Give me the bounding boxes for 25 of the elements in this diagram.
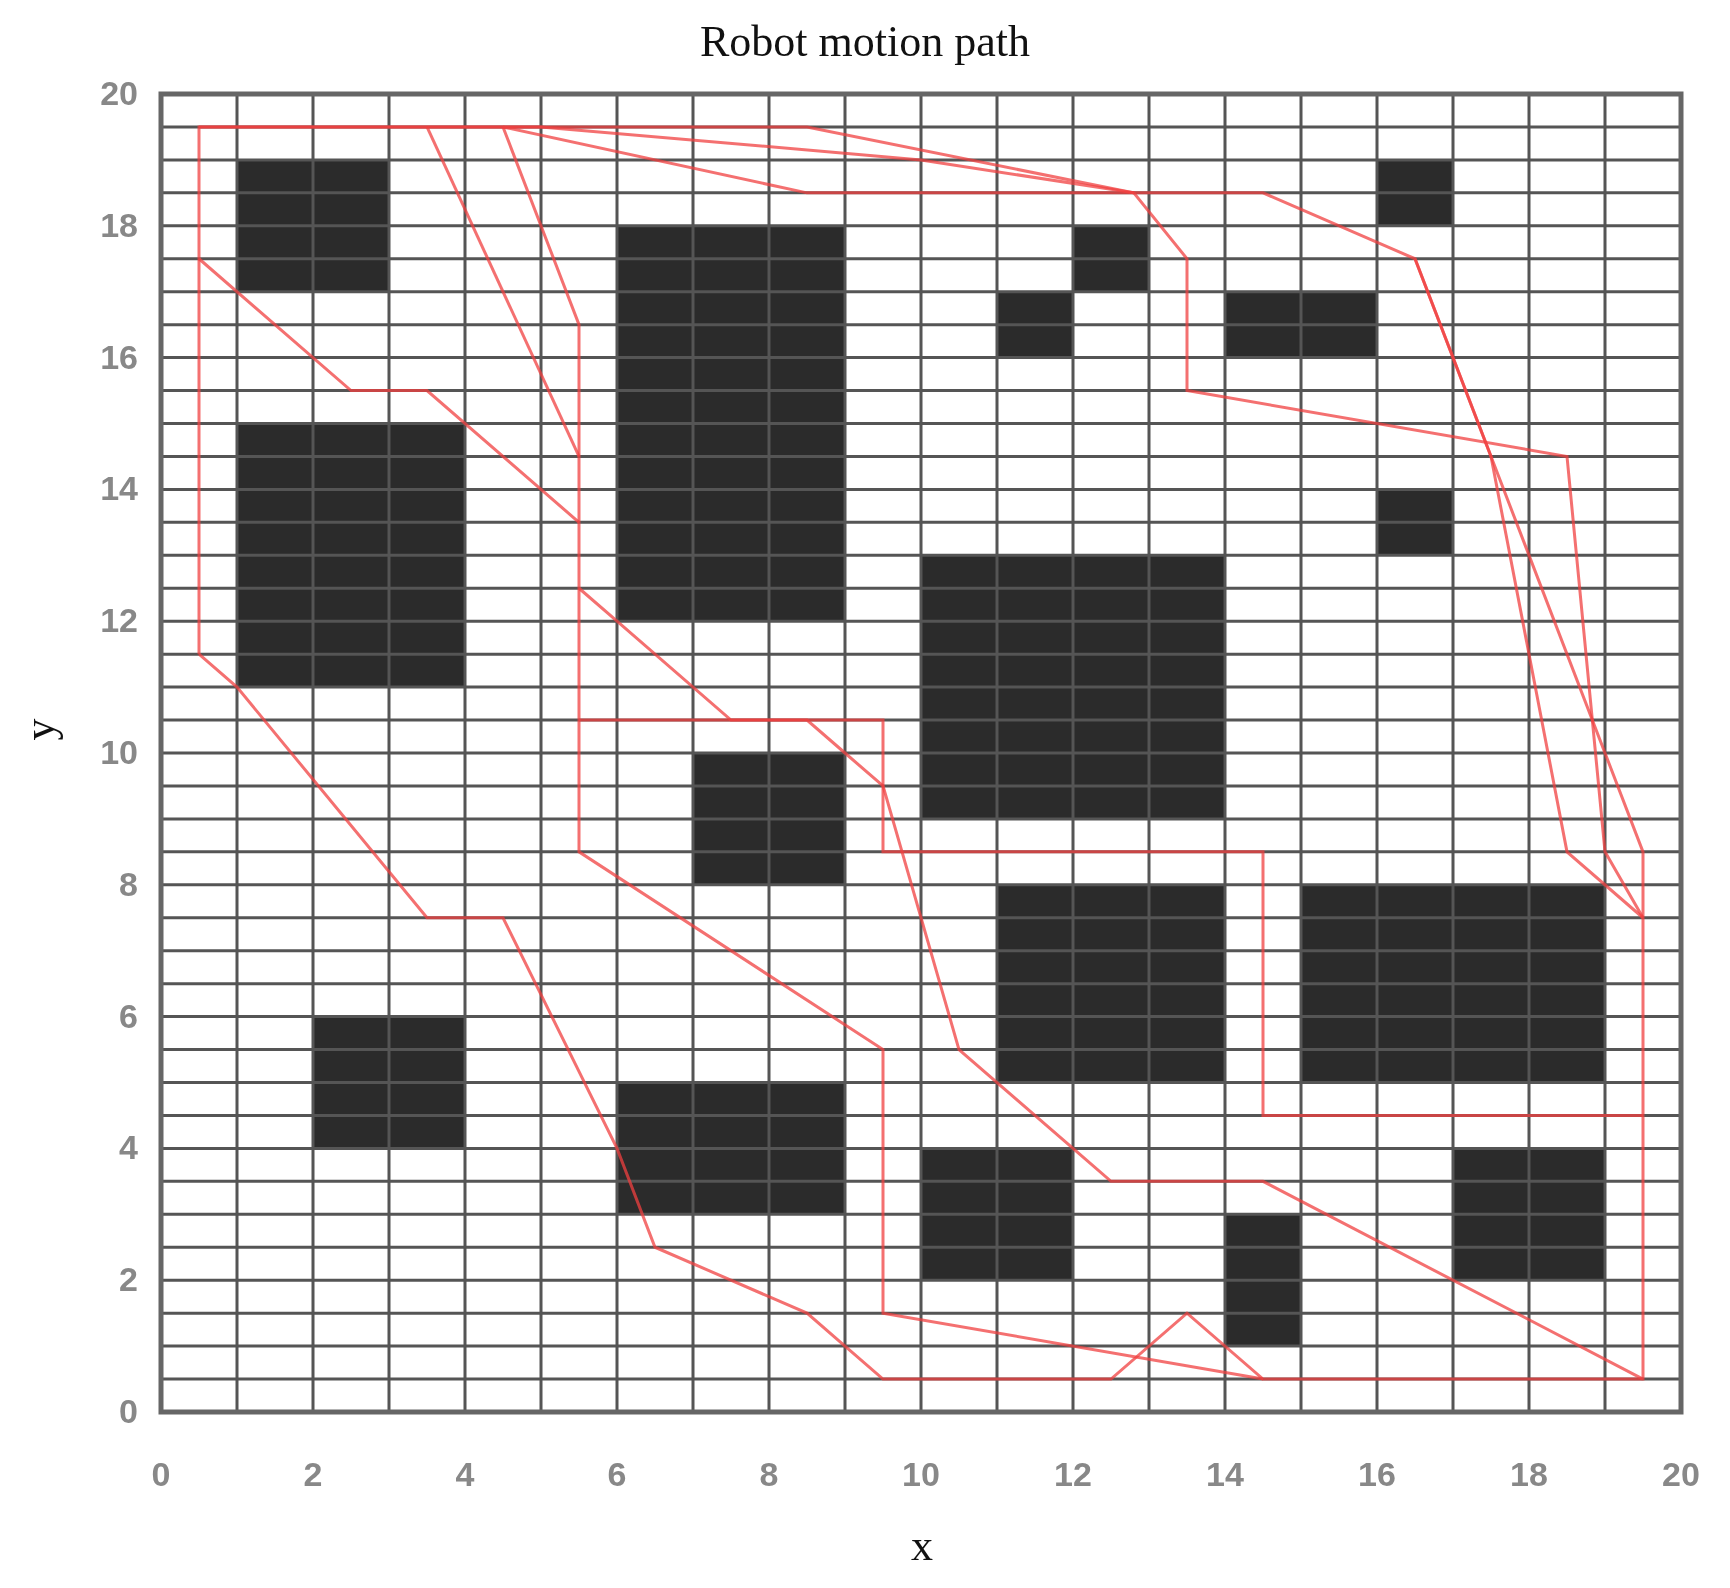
x-tick-label: 18 [1509, 1455, 1549, 1494]
y-tick-label: 20 [100, 74, 138, 113]
y-tick-label: 12 [100, 601, 138, 641]
x-tick-label: 16 [1357, 1455, 1397, 1494]
x-tick-label: 6 [606, 1455, 628, 1494]
y-tick-label: 0 [119, 1392, 138, 1431]
y-tick-label: 8 [119, 864, 138, 904]
y-axis-label: y [13, 718, 65, 741]
x-tick-label: 20 [1661, 1455, 1701, 1494]
y-tick-label: 18 [100, 205, 138, 245]
y-tick-label: 10 [100, 733, 138, 772]
y-tick-label: 6 [119, 996, 138, 1036]
x-tick-label: 10 [901, 1455, 941, 1494]
x-tick-label: 4 [454, 1455, 476, 1494]
x-tick-label: 2 [302, 1455, 324, 1494]
x-tick-label: 0 [150, 1455, 172, 1494]
x-tick-label: 14 [1205, 1455, 1245, 1494]
x-tick-label: 8 [758, 1455, 780, 1494]
y-tick-label: 4 [119, 1128, 138, 1168]
y-tick-label: 16 [100, 337, 138, 377]
chart-title: Robot motion path [699, 16, 1031, 67]
y-tick-label: 14 [100, 469, 138, 509]
x-axis-label: x [911, 1520, 933, 1571]
x-tick-label: 12 [1053, 1455, 1093, 1494]
y-tick-label: 2 [119, 1260, 138, 1300]
